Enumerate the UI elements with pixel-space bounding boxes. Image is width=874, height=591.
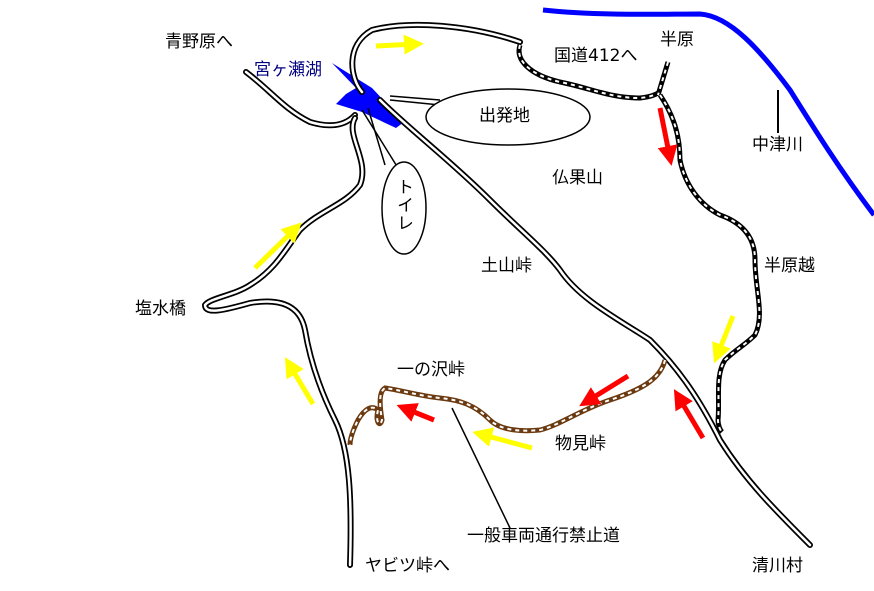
label-nakatsu-river: 中津川 <box>752 135 803 155</box>
arrow-return-4 <box>396 403 435 423</box>
arrow-outbound-4 <box>472 427 533 451</box>
label-kiyokawa-village: 清川村 <box>752 556 803 576</box>
arrow-outbound-1 <box>375 34 424 55</box>
label-yabitsu-pass: ヤビツ峠へ <box>365 556 450 576</box>
arrow-return-3 <box>579 373 630 407</box>
arrow-return-2 <box>673 389 706 440</box>
nakatsu-river <box>542 7 874 217</box>
start-point-balloon <box>425 88 591 146</box>
road-tsuchiyama <box>377 97 813 548</box>
arrow-outbound-5 <box>712 315 736 364</box>
arrow-outbound-3 <box>284 357 316 406</box>
label-aonohara: 青野原へ <box>165 32 233 52</box>
main-roads <box>202 21 813 568</box>
label-start-point: 出発地 <box>479 106 530 126</box>
label-shiomizu-bridge: 塩水橋 <box>135 299 186 319</box>
route-arrows <box>253 34 736 451</box>
label-miyagase-lake: 宮ヶ瀬湖 <box>254 60 322 80</box>
forest-road <box>347 359 668 446</box>
label-hanbara: 半原 <box>660 30 694 50</box>
arrow-return-1 <box>657 107 678 166</box>
road-hanbaragoe <box>657 93 762 434</box>
label-bukkasan: 仏果山 <box>552 168 603 188</box>
label-hanbara-goe: 半原越 <box>764 256 815 276</box>
label-route412: 国道412へ <box>554 46 638 66</box>
mountain-roads <box>516 44 762 434</box>
label-toilet: トイレ <box>393 178 413 232</box>
toilet-balloon <box>381 161 427 255</box>
road-shiomizu <box>202 115 366 568</box>
label-monomi-pass: 物見峠 <box>555 434 606 454</box>
label-no-general-traffic-road: 一般車両通行禁止道 <box>467 526 620 546</box>
miyagase-lake <box>332 63 404 128</box>
label-ichinosawa-pass: 一の沢峠 <box>397 360 465 380</box>
arrow-outbound-2 <box>253 222 302 270</box>
leader-lines <box>361 95 511 529</box>
label-tsuchiyama-pass: 土山峠 <box>481 256 532 276</box>
